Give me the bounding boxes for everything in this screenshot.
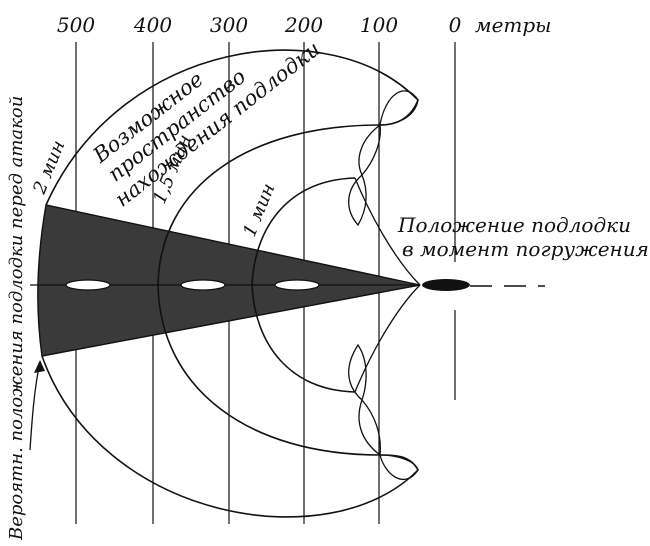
time-label-1min: 1 мин [239, 181, 279, 240]
submarine-at-300 [180, 279, 226, 291]
lens-lower-1 [379, 454, 419, 481]
tick-label-500: 500 [57, 13, 95, 37]
boundary-lenses [348, 90, 419, 481]
scale-unit: метры [475, 13, 551, 37]
tick-label-100: 100 [360, 13, 398, 37]
tick-label-400: 400 [133, 13, 172, 37]
arrowhead-icon [34, 360, 45, 373]
dive-position-line2: в момент погружения [402, 237, 649, 261]
lens-lower-2 [358, 398, 381, 457]
probable-position-sector [37, 204, 421, 357]
tick-label-300: 300 [210, 13, 248, 37]
lens-lower-3 [348, 343, 367, 402]
tick-label-0: 0 [449, 13, 462, 37]
inner-arc-upper [354, 177, 421, 286]
submarine-dive-position [422, 279, 470, 291]
probable-position-label: Вероятн. положения подлодки перед атакой [6, 96, 27, 541]
distance-scale: 500 400 300 200 100 0 метры [57, 13, 552, 37]
submarine-silhouettes [65, 279, 320, 291]
time-label-2min: 2 мин [29, 138, 70, 198]
inner-arc-lower [354, 284, 421, 393]
submarine-at-500 [65, 279, 111, 291]
tick-label-200: 200 [284, 13, 323, 37]
lens-upper-2 [358, 123, 381, 177]
probable-position-arrow [29, 361, 41, 451]
dive-position-line1: Положение подлодки [397, 213, 631, 237]
submarine-at-200 [274, 279, 320, 291]
lens-upper-3 [348, 173, 367, 227]
lens-upper-1 [379, 90, 419, 126]
